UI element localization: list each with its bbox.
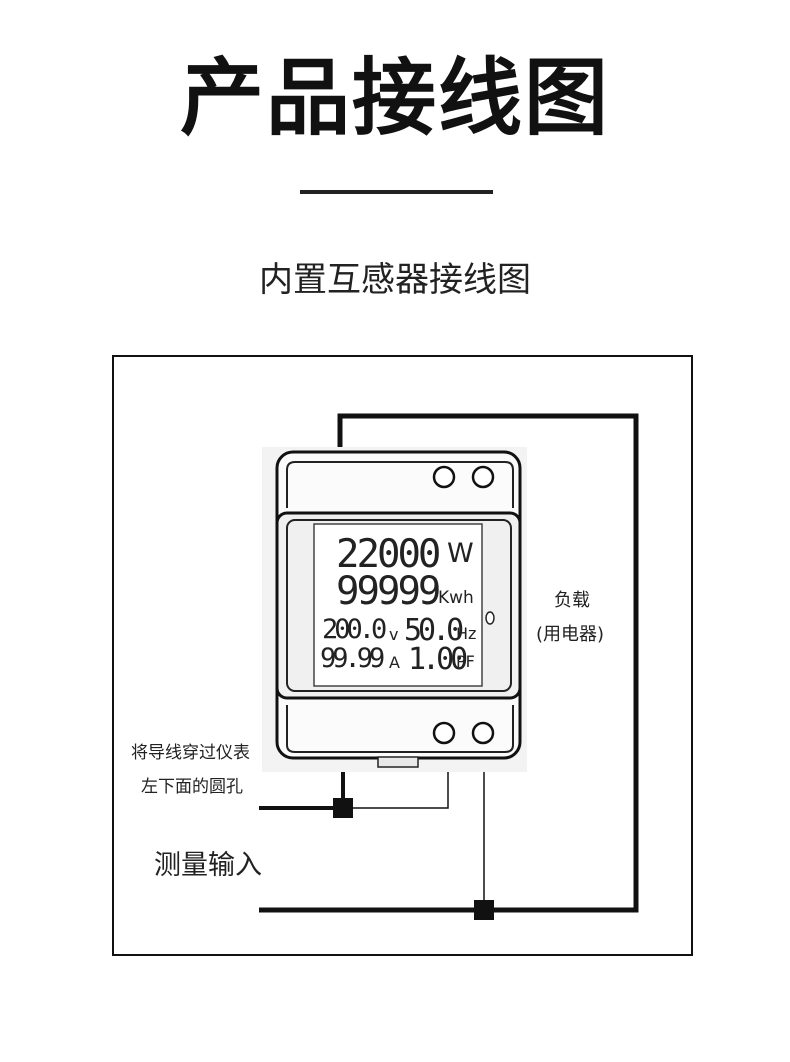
lcd-frequency-value: 50.0 — [404, 613, 464, 648]
lcd-voltage-unit: v — [389, 625, 399, 644]
meter-body — [262, 447, 527, 772]
lcd-voltage-value: 200.0 — [322, 614, 387, 645]
terminal-bottom-right — [471, 721, 495, 745]
terminal-top-left — [432, 465, 456, 489]
load-sublabel: (用电器) — [536, 624, 605, 645]
indicator-led — [485, 611, 495, 625]
instruction-line-2: 左下面的圆孔 — [141, 777, 243, 797]
load-label: 负载 — [554, 590, 590, 611]
ct-connector — [343, 765, 449, 809]
instruction-line-1: 将导线穿过仪表 — [131, 743, 250, 763]
terminal-top-right — [471, 465, 495, 489]
load-junction — [474, 900, 494, 920]
lcd-power-value: 22000 — [336, 532, 441, 577]
lcd-pf-value: 1.00 — [408, 642, 468, 677]
lcd-pf-unit: PF — [456, 652, 475, 671]
diagram-subtitle: 内置互感器接线图 — [259, 260, 531, 300]
lcd-current-value: 99.99 — [320, 643, 385, 674]
page-title: 产品接线图 — [179, 49, 610, 147]
terminal-bottom-left — [432, 721, 456, 745]
input-label: 测量输入 — [154, 850, 262, 881]
input-junction — [333, 798, 353, 818]
diagram-frame — [112, 355, 693, 956]
lcd-energy-unit: Kwh — [438, 588, 474, 608]
lcd-power-unit: W — [447, 538, 474, 569]
lcd-energy-value: 99999 — [336, 569, 441, 614]
load-wire — [259, 413, 639, 913]
lcd-current-unit: A — [389, 653, 400, 672]
title-divider — [300, 190, 493, 194]
lcd-frequency-unit: Hz — [456, 624, 477, 643]
